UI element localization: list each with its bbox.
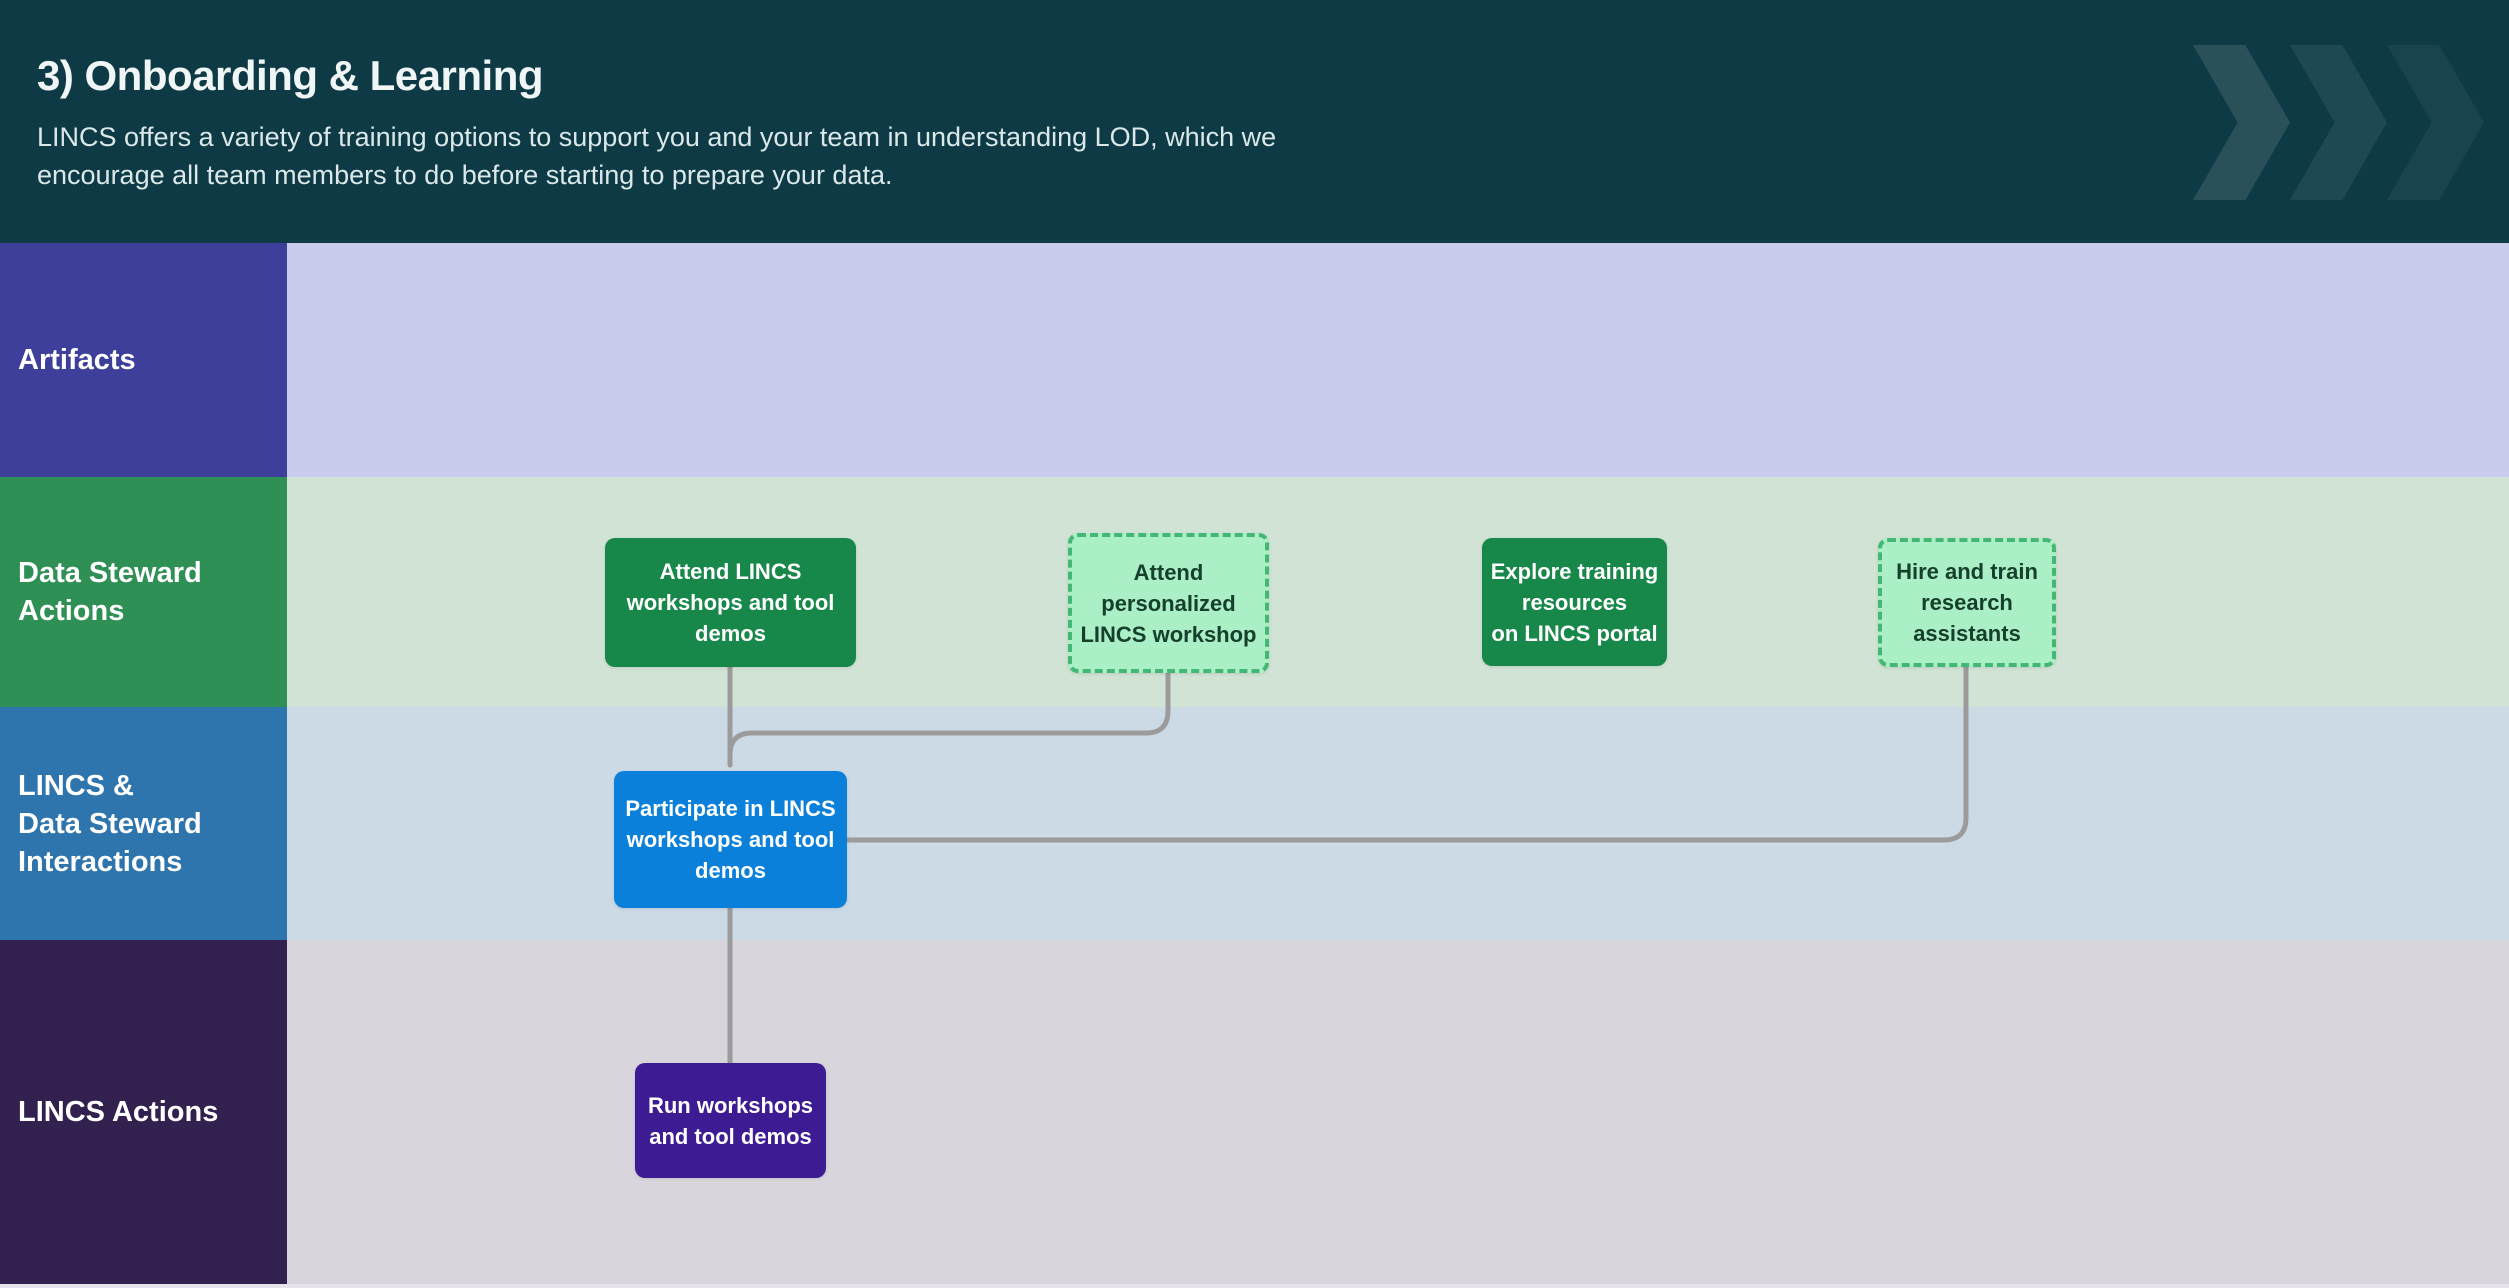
bottom-edge-strip [0,1284,2509,1288]
chevrons-decoration [2193,45,2484,200]
chevron-right-icon [2290,45,2387,200]
lane-lincs-actions-band [287,940,2509,1284]
chevron-right-icon [2387,45,2484,200]
lane-lincs-data-steward-interactions-header: LINCS & Data Steward Interactions [0,707,287,940]
lane-data-steward-actions-header: Data Steward Actions [0,477,287,707]
node-explore-training-resources: Explore training resources on LINCS port… [1482,538,1667,666]
lane-lincs-actions: LINCS Actions [0,940,2509,1284]
lane-artifacts-header: Artifacts [0,243,287,477]
header: 3) Onboarding & Learning LINCS offers a … [0,0,2509,243]
lane-lincs-actions-header: LINCS Actions [0,940,287,1284]
lane-artifacts: Artifacts [0,243,2509,477]
chevron-right-icon [2193,45,2290,200]
page-title: 3) Onboarding & Learning [37,52,544,99]
page-description: LINCS offers a variety of training optio… [37,122,1277,190]
node-attend-personalized-workshop: Attend personalized LINCS workshop [1068,533,1269,673]
lane-artifacts-band [287,243,2509,477]
lane-lincs-data-steward-interactions: LINCS & Data Steward Interactions [0,707,2509,940]
node-attend-lincs-workshops: Attend LINCS workshops and tool demos [605,538,856,667]
node-participate-in-workshops: Participate in LINCS workshops and tool … [614,771,847,908]
lane-lincs-data-steward-interactions-label: LINCS & Data Steward Interactions [18,769,202,878]
lane-artifacts-label: Artifacts [18,344,136,376]
node-hire-train-research-assistants: Hire and train research assistants [1878,538,2056,667]
node-run-workshops-demos: Run workshops and tool demos [635,1063,826,1178]
lane-data-steward-actions-label: Data Steward Actions [18,557,202,627]
lane-lincs-actions-label: LINCS Actions [18,1096,219,1128]
